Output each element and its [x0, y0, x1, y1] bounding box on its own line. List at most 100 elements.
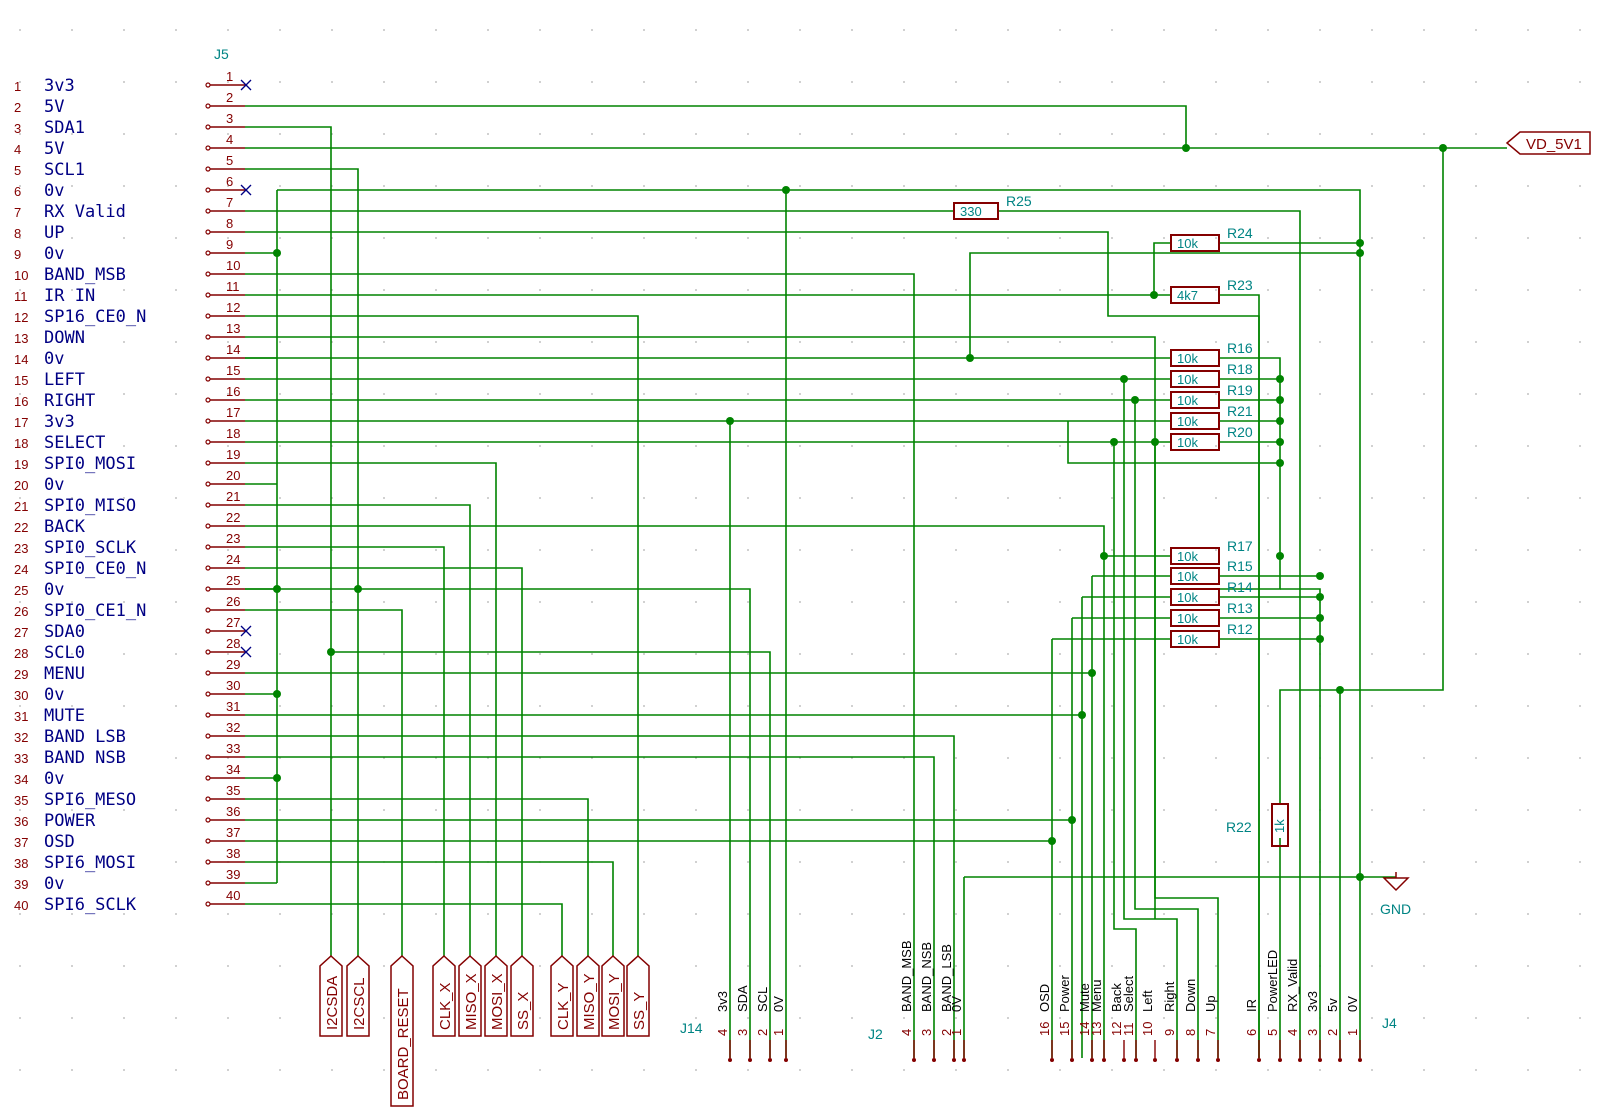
- junction-dot: [1068, 816, 1076, 824]
- j5-pin-label: SDA1: [44, 118, 85, 138]
- j5-pin-label: SCL1: [44, 160, 85, 180]
- flag-shape: [484, 954, 508, 1037]
- j5-pin-number: 3: [14, 121, 21, 136]
- j5-pin-end: [205, 208, 211, 214]
- junction-dot: [1151, 438, 1159, 446]
- sp16-ce0-wire: [245, 315, 639, 956]
- j2-pin-number: 1: [949, 1029, 964, 1036]
- j5-pin-label: 0v: [44, 349, 64, 369]
- j4-pin-end: [1090, 1058, 1094, 1062]
- resistor-value: 1k: [1272, 819, 1287, 833]
- j5-pin-number: 17: [14, 415, 28, 430]
- resistor-layer: 330R2510kR244k7R2310kR1610kR1810kR1910kR…: [953, 193, 1289, 847]
- j4-pin-label: Left: [1140, 990, 1155, 1012]
- j5-pin-label: 0v: [44, 181, 64, 201]
- resistor-ref: R24: [1227, 225, 1253, 241]
- j4-pin-label: OSD: [1037, 984, 1052, 1012]
- resistor-body: [953, 202, 999, 220]
- j5-pin-label: 5V: [44, 139, 64, 159]
- j5-pin-label: 0v: [44, 769, 64, 789]
- j4-pin-label: IR: [1244, 999, 1259, 1012]
- j5-pin-end: [205, 586, 211, 592]
- resistor-ref: R15: [1227, 558, 1253, 574]
- j5-pin-end: [205, 607, 211, 613]
- j2-pin-label: 0V: [949, 996, 964, 1012]
- j5-pin-number: 34: [14, 772, 28, 787]
- j4-pin-end: [1134, 1058, 1138, 1062]
- junction-dot: [354, 585, 362, 593]
- j5-pin-number: 32: [14, 730, 28, 745]
- j5-pin-label: IR IN: [44, 286, 95, 306]
- junction-dot: [1316, 572, 1324, 580]
- j5-pin-index: 17: [226, 405, 240, 420]
- j5-pin-index: 40: [226, 888, 240, 903]
- j4-pin-end: [1358, 1058, 1362, 1062]
- background-grid: [19, 29, 1581, 1071]
- j5-pin-label: 5V: [44, 97, 64, 117]
- spi0-sclk-wire: [245, 546, 445, 956]
- j2-pin-end: [962, 1058, 966, 1062]
- j5-pin-end: [205, 418, 211, 424]
- j4-pin-number: 10: [1140, 1022, 1155, 1036]
- j2-pin-number: 4: [899, 1029, 914, 1036]
- j5-pin-label: POWER: [44, 811, 96, 831]
- j4-pin-number: 14: [1077, 1022, 1092, 1036]
- flag-label: BOARD_RESET: [395, 988, 412, 1100]
- j5-pin-label: SPI0_MISO: [44, 496, 136, 516]
- resistor-value: 10k: [1177, 611, 1198, 626]
- j4-pin-number: 7: [1203, 1029, 1218, 1036]
- resistor-body: [1170, 609, 1220, 627]
- spi6-miso-wire: [245, 798, 589, 956]
- j4-pin-end: [1318, 1058, 1322, 1062]
- j5-pin-number: 19: [14, 457, 28, 472]
- j14-pin-number: 3: [735, 1029, 750, 1036]
- j4-pin-number: 8: [1183, 1029, 1198, 1036]
- resistor-ref: R20: [1227, 424, 1253, 440]
- j14-pin-number: 4: [715, 1029, 730, 1036]
- j5-pin-number: 16: [14, 394, 28, 409]
- rx-valid-wire: [998, 210, 1301, 1058]
- j5-pin-label: SPI0_CE1_N: [44, 601, 146, 621]
- j5-pin-label: UP: [44, 223, 64, 243]
- j5-pin-index: 29: [226, 657, 240, 672]
- flag-label: SS_Y: [631, 992, 648, 1030]
- j5-pin-end: [205, 313, 211, 319]
- j2-pin-end: [912, 1058, 916, 1062]
- j2-pin-end: [932, 1058, 936, 1062]
- j5-pin-label: MUTE: [44, 706, 85, 726]
- j14-sda-wire: [331, 651, 771, 1058]
- junction-dot: [273, 585, 281, 593]
- j4-pin-label: Up: [1203, 995, 1218, 1012]
- j5-pin-end: [205, 103, 211, 109]
- resistor-body: [1170, 391, 1220, 409]
- vd-flag-shape: [1505, 131, 1591, 155]
- j14-pin-number: 1: [771, 1029, 786, 1036]
- junction-dot: [1356, 249, 1364, 257]
- j5-pin-number: 23: [14, 541, 28, 556]
- j14-pin-label: SCL: [755, 987, 770, 1012]
- j5-pin-label: 0v: [44, 874, 64, 894]
- j5-pin-label: 3v3: [44, 412, 75, 432]
- j5-pin-number: 4: [14, 142, 21, 157]
- j5-pin-number: 28: [14, 646, 28, 661]
- j5-pin-number: 38: [14, 856, 28, 871]
- j5-pin-index: 36: [226, 804, 240, 819]
- j5-pin-index: 13: [226, 321, 240, 336]
- flag-shape: [576, 954, 600, 1037]
- resistor-body: [1170, 370, 1220, 388]
- j5-pin-index: 10: [226, 258, 240, 273]
- flag-label: CLK_X: [437, 982, 454, 1030]
- j5-pin-label: SP16_CE0_N: [44, 307, 146, 327]
- j5-pin-end: [205, 733, 211, 739]
- j5-pin-label: 3v3: [44, 76, 75, 96]
- resistor-body: [1170, 412, 1220, 430]
- j5-pin-label: SPI6_MOSI: [44, 853, 136, 873]
- j5-pin-label: SPI0_CE0_N: [44, 559, 146, 579]
- junction-dot: [273, 774, 281, 782]
- j4-pin-number: 13: [1089, 1022, 1104, 1036]
- j5-pin-number: 36: [14, 814, 28, 829]
- j5-pin-end: [205, 649, 211, 655]
- j5-pin-label: BAND LSB: [44, 727, 126, 747]
- resistor-body: [1170, 588, 1220, 606]
